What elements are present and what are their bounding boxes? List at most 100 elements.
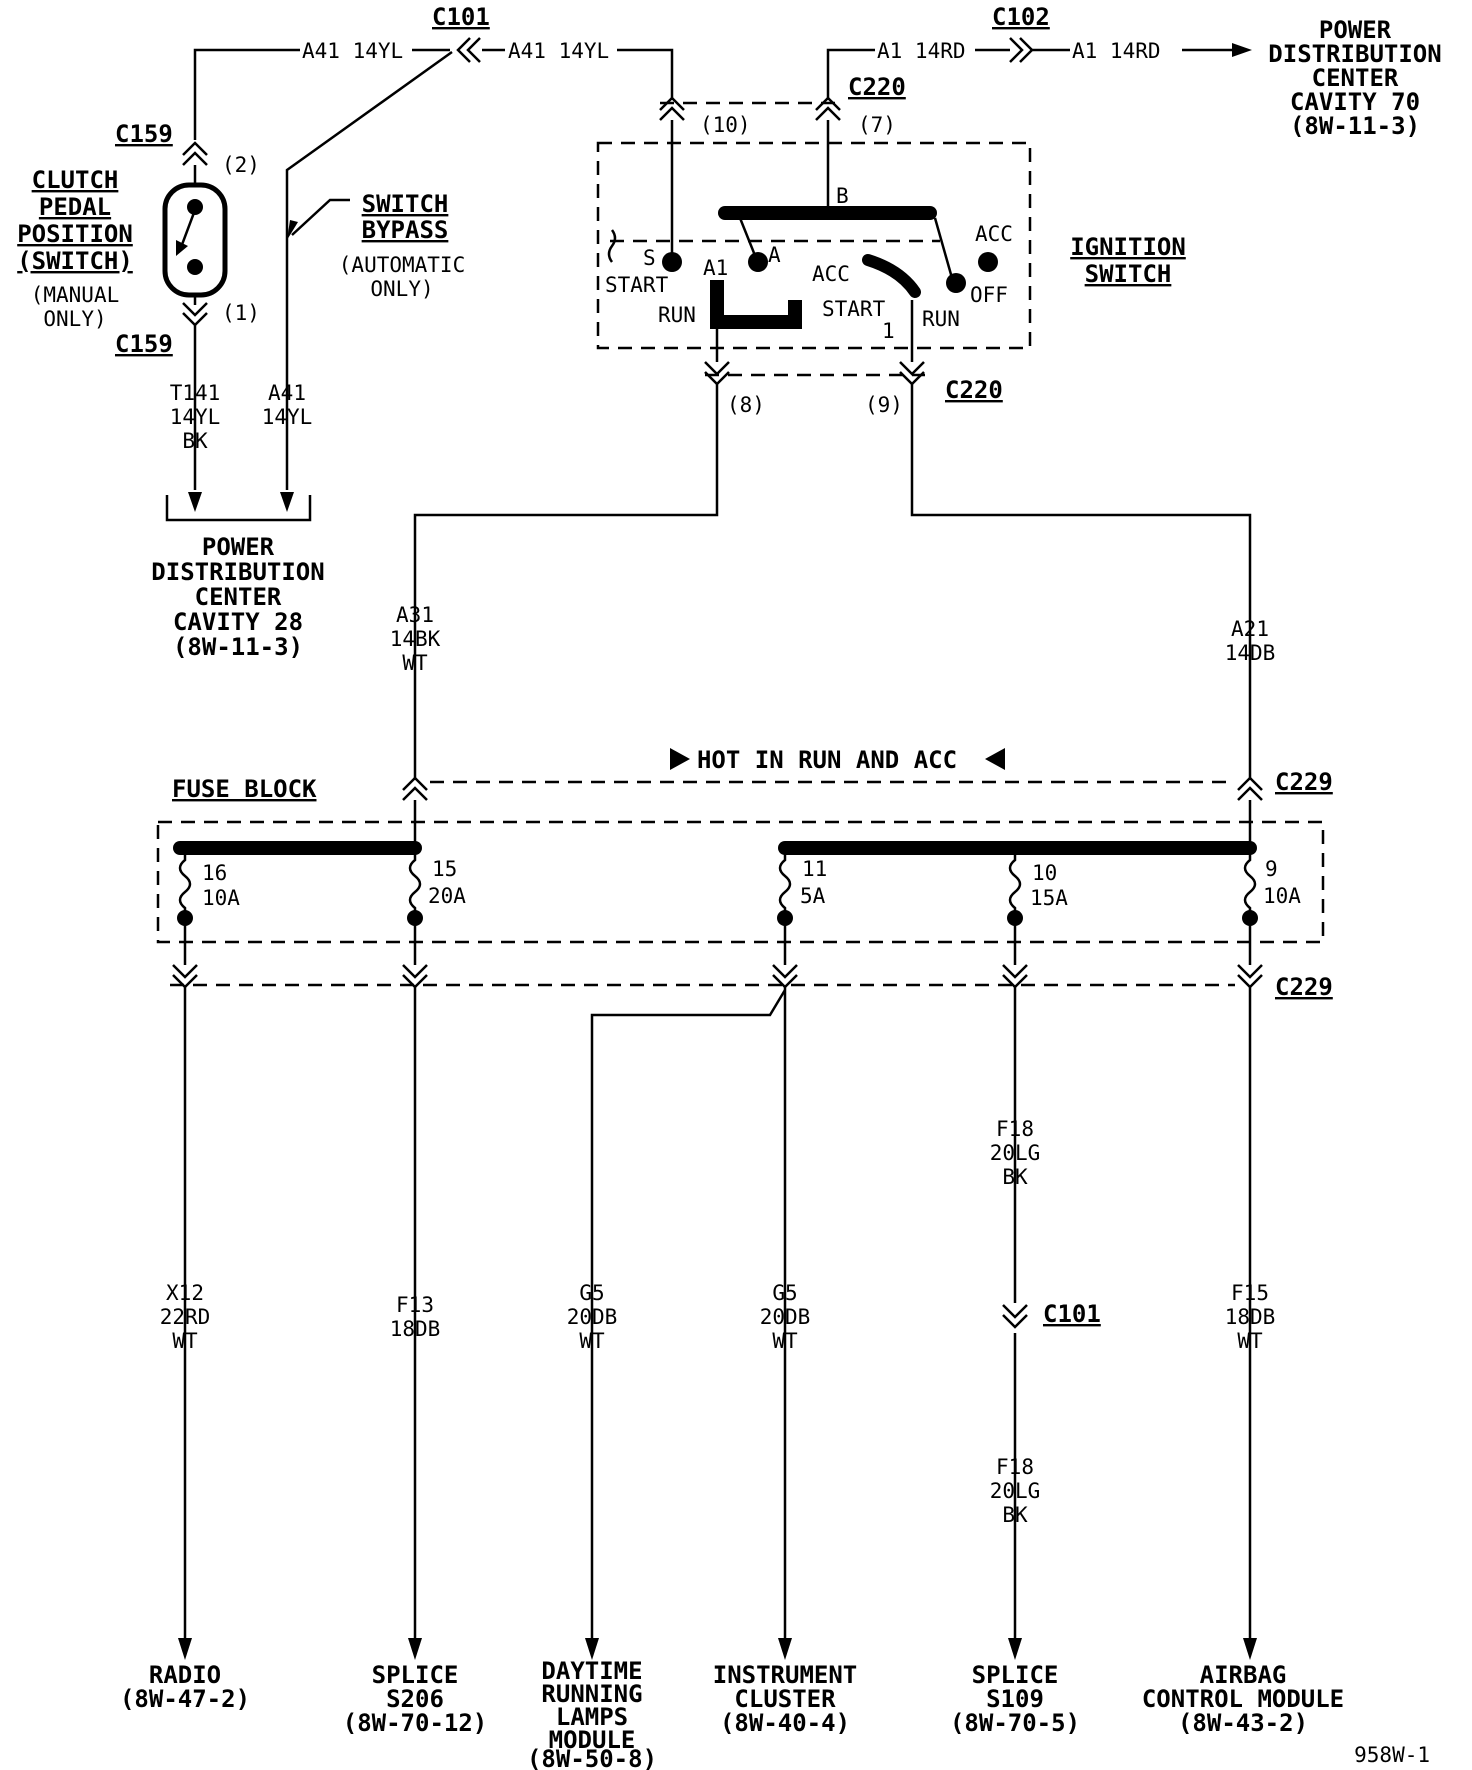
ign-label-acc-right: ACC [975, 222, 1013, 246]
svg-text:20DB: 20DB [760, 1305, 811, 1329]
svg-text:20DB: 20DB [567, 1305, 618, 1329]
c220-bottom-label: C220 [945, 376, 1003, 404]
pdc-left-block: POWER DISTRIBUTION CENTER CAVITY 28 (8W-… [151, 533, 324, 661]
svg-text:(8W-47-2): (8W-47-2) [120, 1685, 250, 1713]
c220-pin10-connector [659, 96, 685, 121]
svg-text:BYPASS: BYPASS [362, 216, 449, 244]
svg-text:CONTROL MODULE: CONTROL MODULE [1142, 1685, 1344, 1713]
fuse-10-amps: 15A [1030, 886, 1068, 910]
a41-down-arrow [280, 492, 294, 512]
svg-text:F18: F18 [996, 1455, 1034, 1479]
a41-down-label-2: 14YL [262, 405, 313, 429]
c229-bottom-label: C229 [1275, 973, 1333, 1001]
svg-text:POSITION: POSITION [17, 220, 133, 248]
svg-text:(8W-43-2): (8W-43-2) [1178, 1709, 1308, 1737]
a41-wire-right [617, 48, 674, 100]
c220-pin7: (7) [858, 113, 896, 137]
svg-text:S109: S109 [986, 1685, 1044, 1713]
svg-text:(8W-50-8): (8W-50-8) [527, 1745, 657, 1770]
t141-label-1: T141 [170, 381, 221, 405]
bypass-wire [285, 50, 453, 490]
svg-text:POWER: POWER [1319, 16, 1392, 44]
clutch-blade-tip [176, 240, 188, 256]
c159-pin1: (1) [222, 301, 260, 325]
c229-bottom-connectors [172, 918, 1263, 989]
c229-top-a31-connector [402, 776, 428, 801]
a31-label-2: 14BK [390, 627, 441, 651]
g5-drl-wire [590, 989, 787, 1640]
svg-text:CENTER: CENTER [1312, 64, 1399, 92]
a1-label-right: A1 14RD [1072, 39, 1161, 63]
a41-down-label-1: A41 [268, 381, 306, 405]
ign-label-acc-mid: ACC [812, 262, 850, 286]
blade-a [738, 217, 758, 259]
dest-drl-module: DAYTIME RUNNING LAMPS MODULE (8W-50-8) [527, 1657, 657, 1770]
svg-text:ONLY): ONLY) [43, 307, 106, 331]
g5-drl-labels: G5 20DB WT [567, 1281, 618, 1353]
svg-text:IGNITION: IGNITION [1070, 233, 1186, 261]
dest-instrument-cluster: INSTRUMENT CLUSTER (8W-40-4) [713, 1661, 858, 1737]
hot-right-arrow [985, 748, 1005, 770]
ign-label-start-left: START [605, 273, 669, 297]
pdc-left-bracket [165, 495, 312, 522]
svg-text:G5: G5 [772, 1281, 797, 1305]
ignition-switch-housing [596, 141, 1032, 350]
svg-text:18DB: 18DB [390, 1317, 441, 1341]
pdc-top-arrow [1232, 43, 1252, 57]
f18-lower-labels: F18 20LG BK [990, 1455, 1041, 1527]
c101-bottom-label: C101 [1043, 1300, 1101, 1328]
svg-text:SWITCH: SWITCH [1085, 260, 1172, 288]
x12-labels: X12 22RD WT [160, 1281, 211, 1353]
f13-labels: F13 18DB [390, 1293, 441, 1341]
svg-text:WT: WT [172, 1329, 198, 1353]
c101-connector-symbol [456, 37, 481, 63]
c102-label: C102 [992, 3, 1050, 31]
fuse-block-label: FUSE BLOCK [172, 775, 317, 803]
c220-pin9-connector [899, 361, 925, 386]
contact-off [946, 273, 966, 293]
a1-wire-left [826, 48, 875, 100]
svg-text:WT: WT [772, 1329, 798, 1353]
a41-label-right: A41 14YL [508, 39, 609, 63]
f18-upper-labels: F18 20LG BK [990, 1117, 1041, 1189]
ign-label-start-mid: START [822, 297, 886, 321]
contact-a [748, 252, 768, 272]
clutch-contact-top [187, 199, 203, 215]
fuse-16-amps: 10A [202, 886, 240, 910]
ign-label-s: S [643, 246, 656, 270]
bypass-arrow [287, 220, 298, 240]
fuse-9-amps: 10A [1263, 884, 1301, 908]
svg-text:DISTRIBUTION: DISTRIBUTION [1268, 40, 1441, 68]
ign-label-off: OFF [970, 283, 1008, 307]
c102-connector-symbol [1009, 37, 1034, 63]
svg-text:INSTRUMENT: INSTRUMENT [713, 1661, 858, 1689]
pdc-top-block: POWER DISTRIBUTION CENTER CAVITY 70 (8W-… [1268, 16, 1441, 140]
fuse-16: 16 10A [177, 848, 240, 926]
svg-text:CAVITY 28: CAVITY 28 [173, 608, 303, 636]
svg-text:RADIO: RADIO [149, 1661, 221, 1689]
c220-pin8-connector [704, 361, 730, 386]
c220-pin7-connector [815, 96, 841, 121]
contact-start [662, 252, 682, 272]
svg-text:MODULE: MODULE [549, 1726, 636, 1754]
clutch-contact-bottom [187, 259, 203, 275]
svg-text:F13: F13 [396, 1293, 434, 1317]
a31-label-1: A31 [396, 603, 434, 627]
fuse-11-amps: 5A [800, 884, 826, 908]
svg-text:(8W-11-3): (8W-11-3) [173, 633, 303, 661]
svg-text:POWER: POWER [202, 533, 275, 561]
svg-text:(8W-70-5): (8W-70-5) [950, 1709, 1080, 1737]
svg-text:BK: BK [1002, 1503, 1028, 1527]
fuse-16-num: 16 [202, 861, 227, 885]
svg-text:20LG: 20LG [990, 1479, 1041, 1503]
fuse-10: 10 15A [1007, 848, 1068, 926]
destination-arrows [178, 1638, 1257, 1660]
g5-cluster-labels: G5 20DB WT [760, 1281, 811, 1353]
svg-text:DAYTIME: DAYTIME [541, 1657, 642, 1685]
svg-text:CAVITY 70: CAVITY 70 [1290, 88, 1420, 116]
fuse-15-num: 15 [432, 857, 457, 881]
c101-top-label: C101 [432, 3, 490, 31]
a31-label-3: WT [402, 651, 428, 675]
svg-text:CLUTCH: CLUTCH [32, 166, 119, 194]
